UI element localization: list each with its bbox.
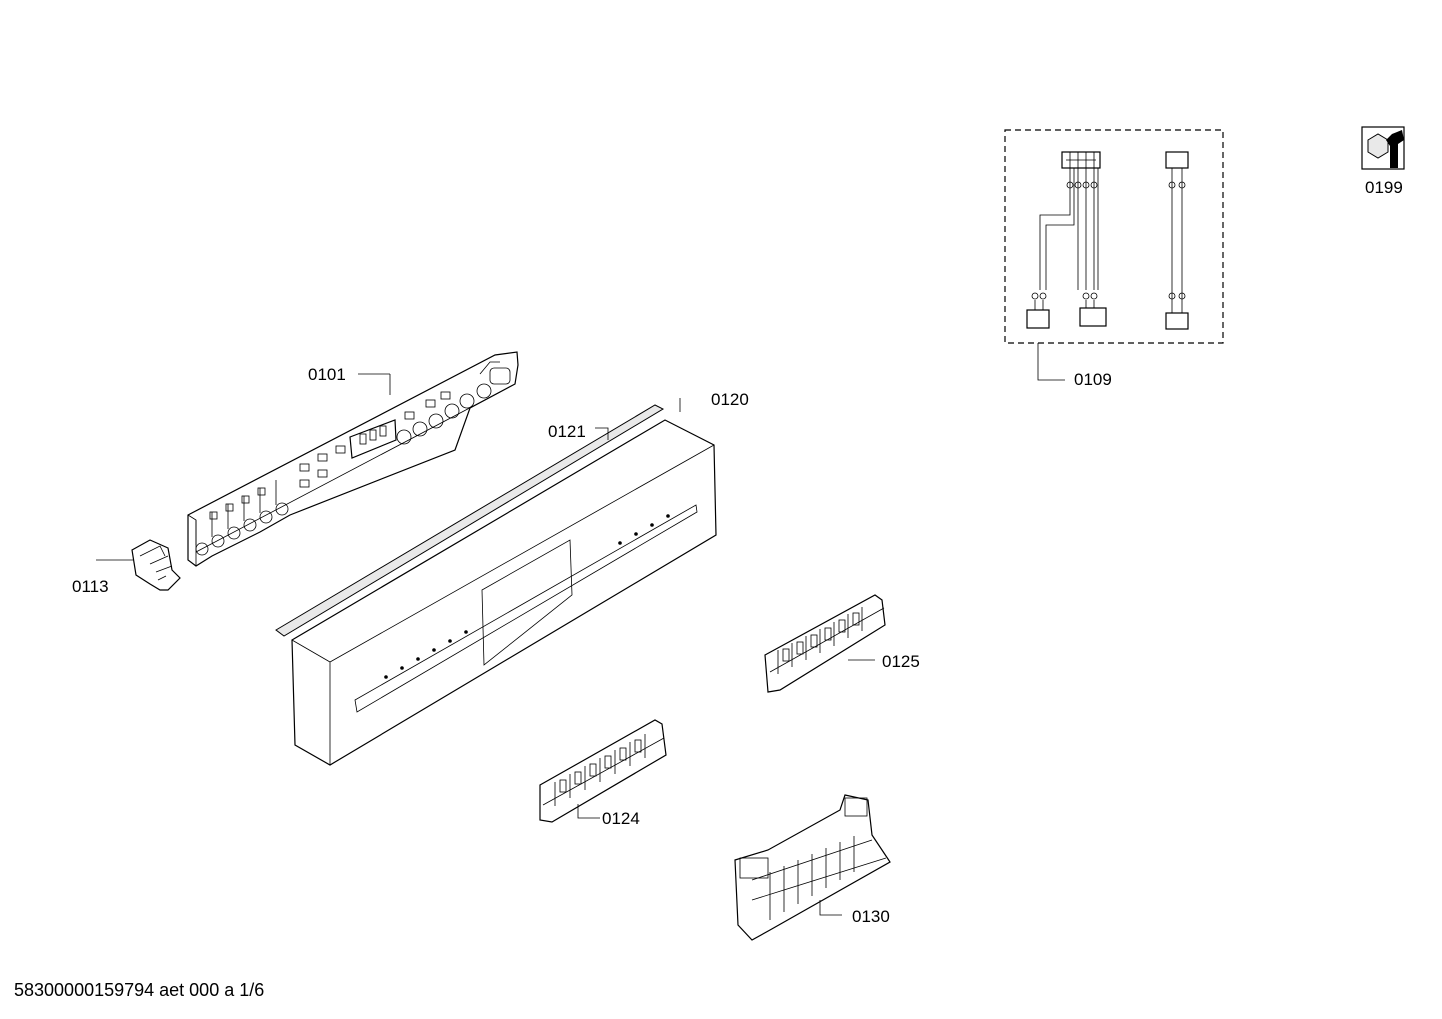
label-0130: 0130 (852, 907, 890, 926)
label-0101: 0101 (308, 365, 346, 384)
label-0124: 0124 (602, 809, 640, 828)
part-0130-carrier-frame[interactable] (734, 794, 891, 941)
label-0120: 0120 (711, 390, 749, 409)
label-0109: 0109 (1074, 370, 1112, 389)
part-0124-key-carrier[interactable] (539, 719, 667, 823)
service-tool-icon[interactable] (1361, 126, 1405, 170)
label-0121: 0121 (548, 422, 586, 441)
label-0125: 0125 (882, 652, 920, 671)
part-0120-control-panel[interactable] (291, 398, 717, 766)
part-0109-cable-harness[interactable] (1004, 129, 1224, 381)
part-0121-seal-strip[interactable] (275, 404, 665, 637)
document-id: 58300000159794 aet 000 a 1/6 (14, 980, 265, 1000)
part-0101-control-board[interactable] (187, 351, 519, 567)
label-0199: 0199 (1365, 178, 1403, 197)
label-0113: 0113 (72, 577, 109, 596)
part-0113-bracket[interactable] (96, 539, 181, 591)
part-0125-key-carrier[interactable] (764, 594, 886, 693)
